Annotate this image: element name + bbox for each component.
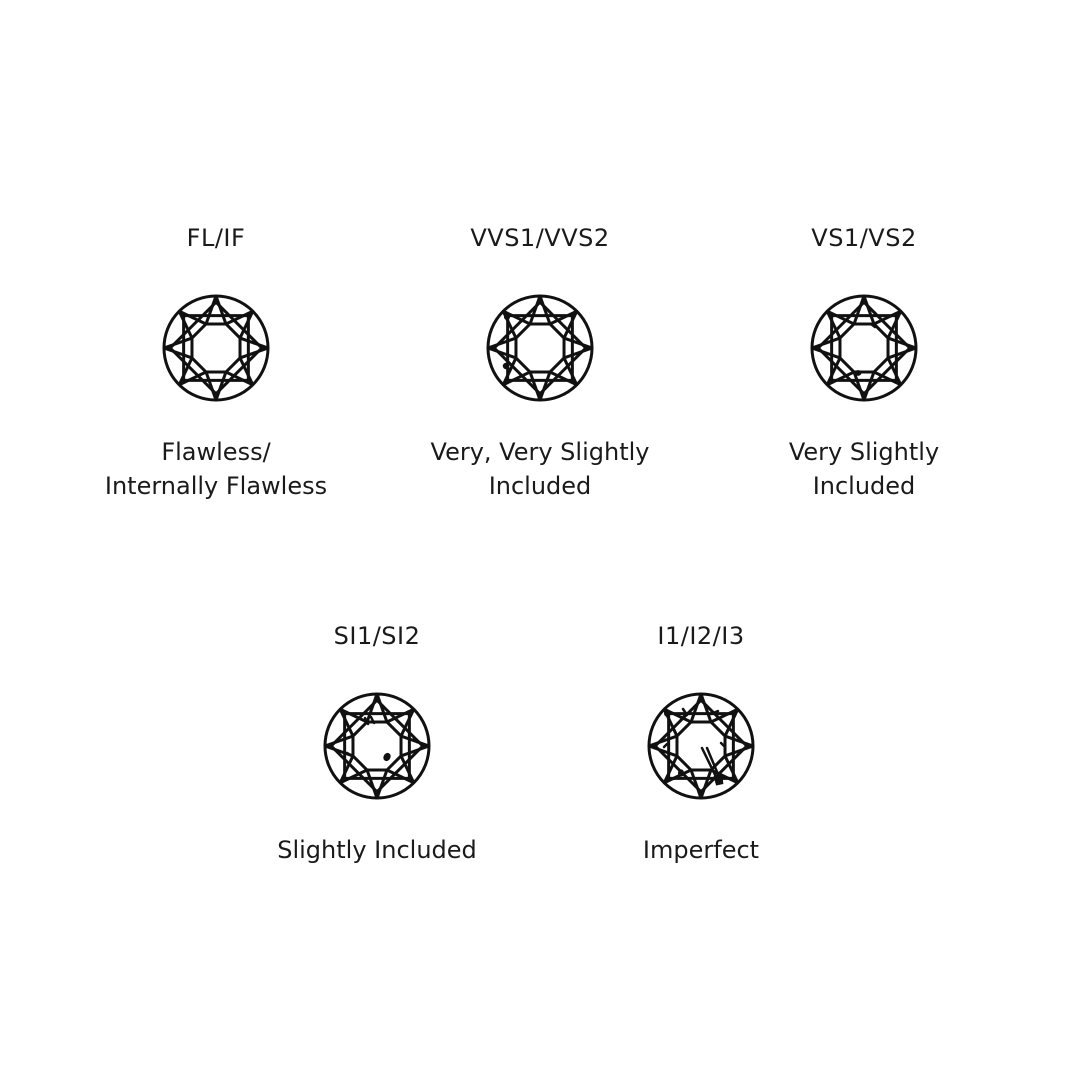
inclusion-marks: [345, 715, 419, 762]
inclusion-marks: [854, 322, 877, 376]
grade-name-line: Very, Very Slightly: [430, 438, 650, 466]
grade-code: VVS1/VVS2: [470, 224, 610, 252]
grade-name: Very Slightly Included: [714, 435, 1014, 503]
grade-code: I1/I2/I3: [657, 622, 745, 650]
clarity-grade-vs: VS1/VS2 Very Slightly Included: [714, 223, 1014, 503]
round-diamond-icon: [162, 294, 270, 402]
inclusion-marks: [662, 707, 727, 786]
grade-name-line: Slightly Included: [277, 836, 477, 864]
grade-name-line: Very Slightly: [788, 438, 940, 466]
clarity-grade-vvs: VVS1/VVS2 Very, Very Slightly Included: [390, 223, 690, 503]
grade-code: SI1/SI2: [333, 622, 421, 650]
grade-name: Very, Very Slightly Included: [390, 435, 690, 503]
grade-name: Flawless/ Internally Flawless: [66, 435, 366, 503]
clarity-grade-fl-if: FL/IF Flawless/ Internally Flawless: [66, 223, 366, 503]
round-diamond-icon: [323, 692, 431, 800]
grade-name-line: Internally Flawless: [104, 472, 328, 500]
round-diamond-icon: [486, 294, 594, 402]
inclusion-marks: [502, 313, 512, 372]
grade-name: Slightly Included: [227, 833, 527, 867]
round-diamond-icon: [810, 294, 918, 402]
grade-name: Imperfect: [551, 833, 851, 867]
grade-name-line: Included: [488, 472, 592, 500]
clarity-grade-i: I1/I2/I3 Imperfect: [551, 621, 851, 867]
grade-name-line: Included: [812, 472, 916, 500]
round-diamond-icon: [647, 692, 755, 800]
grade-name-line: Imperfect: [642, 836, 760, 864]
grade-code: VS1/VS2: [811, 224, 917, 252]
grade-name-line: Flawless/: [161, 438, 271, 466]
grade-code: FL/IF: [186, 224, 246, 252]
clarity-grade-si: SI1/SI2 Slightly Included: [227, 621, 527, 867]
